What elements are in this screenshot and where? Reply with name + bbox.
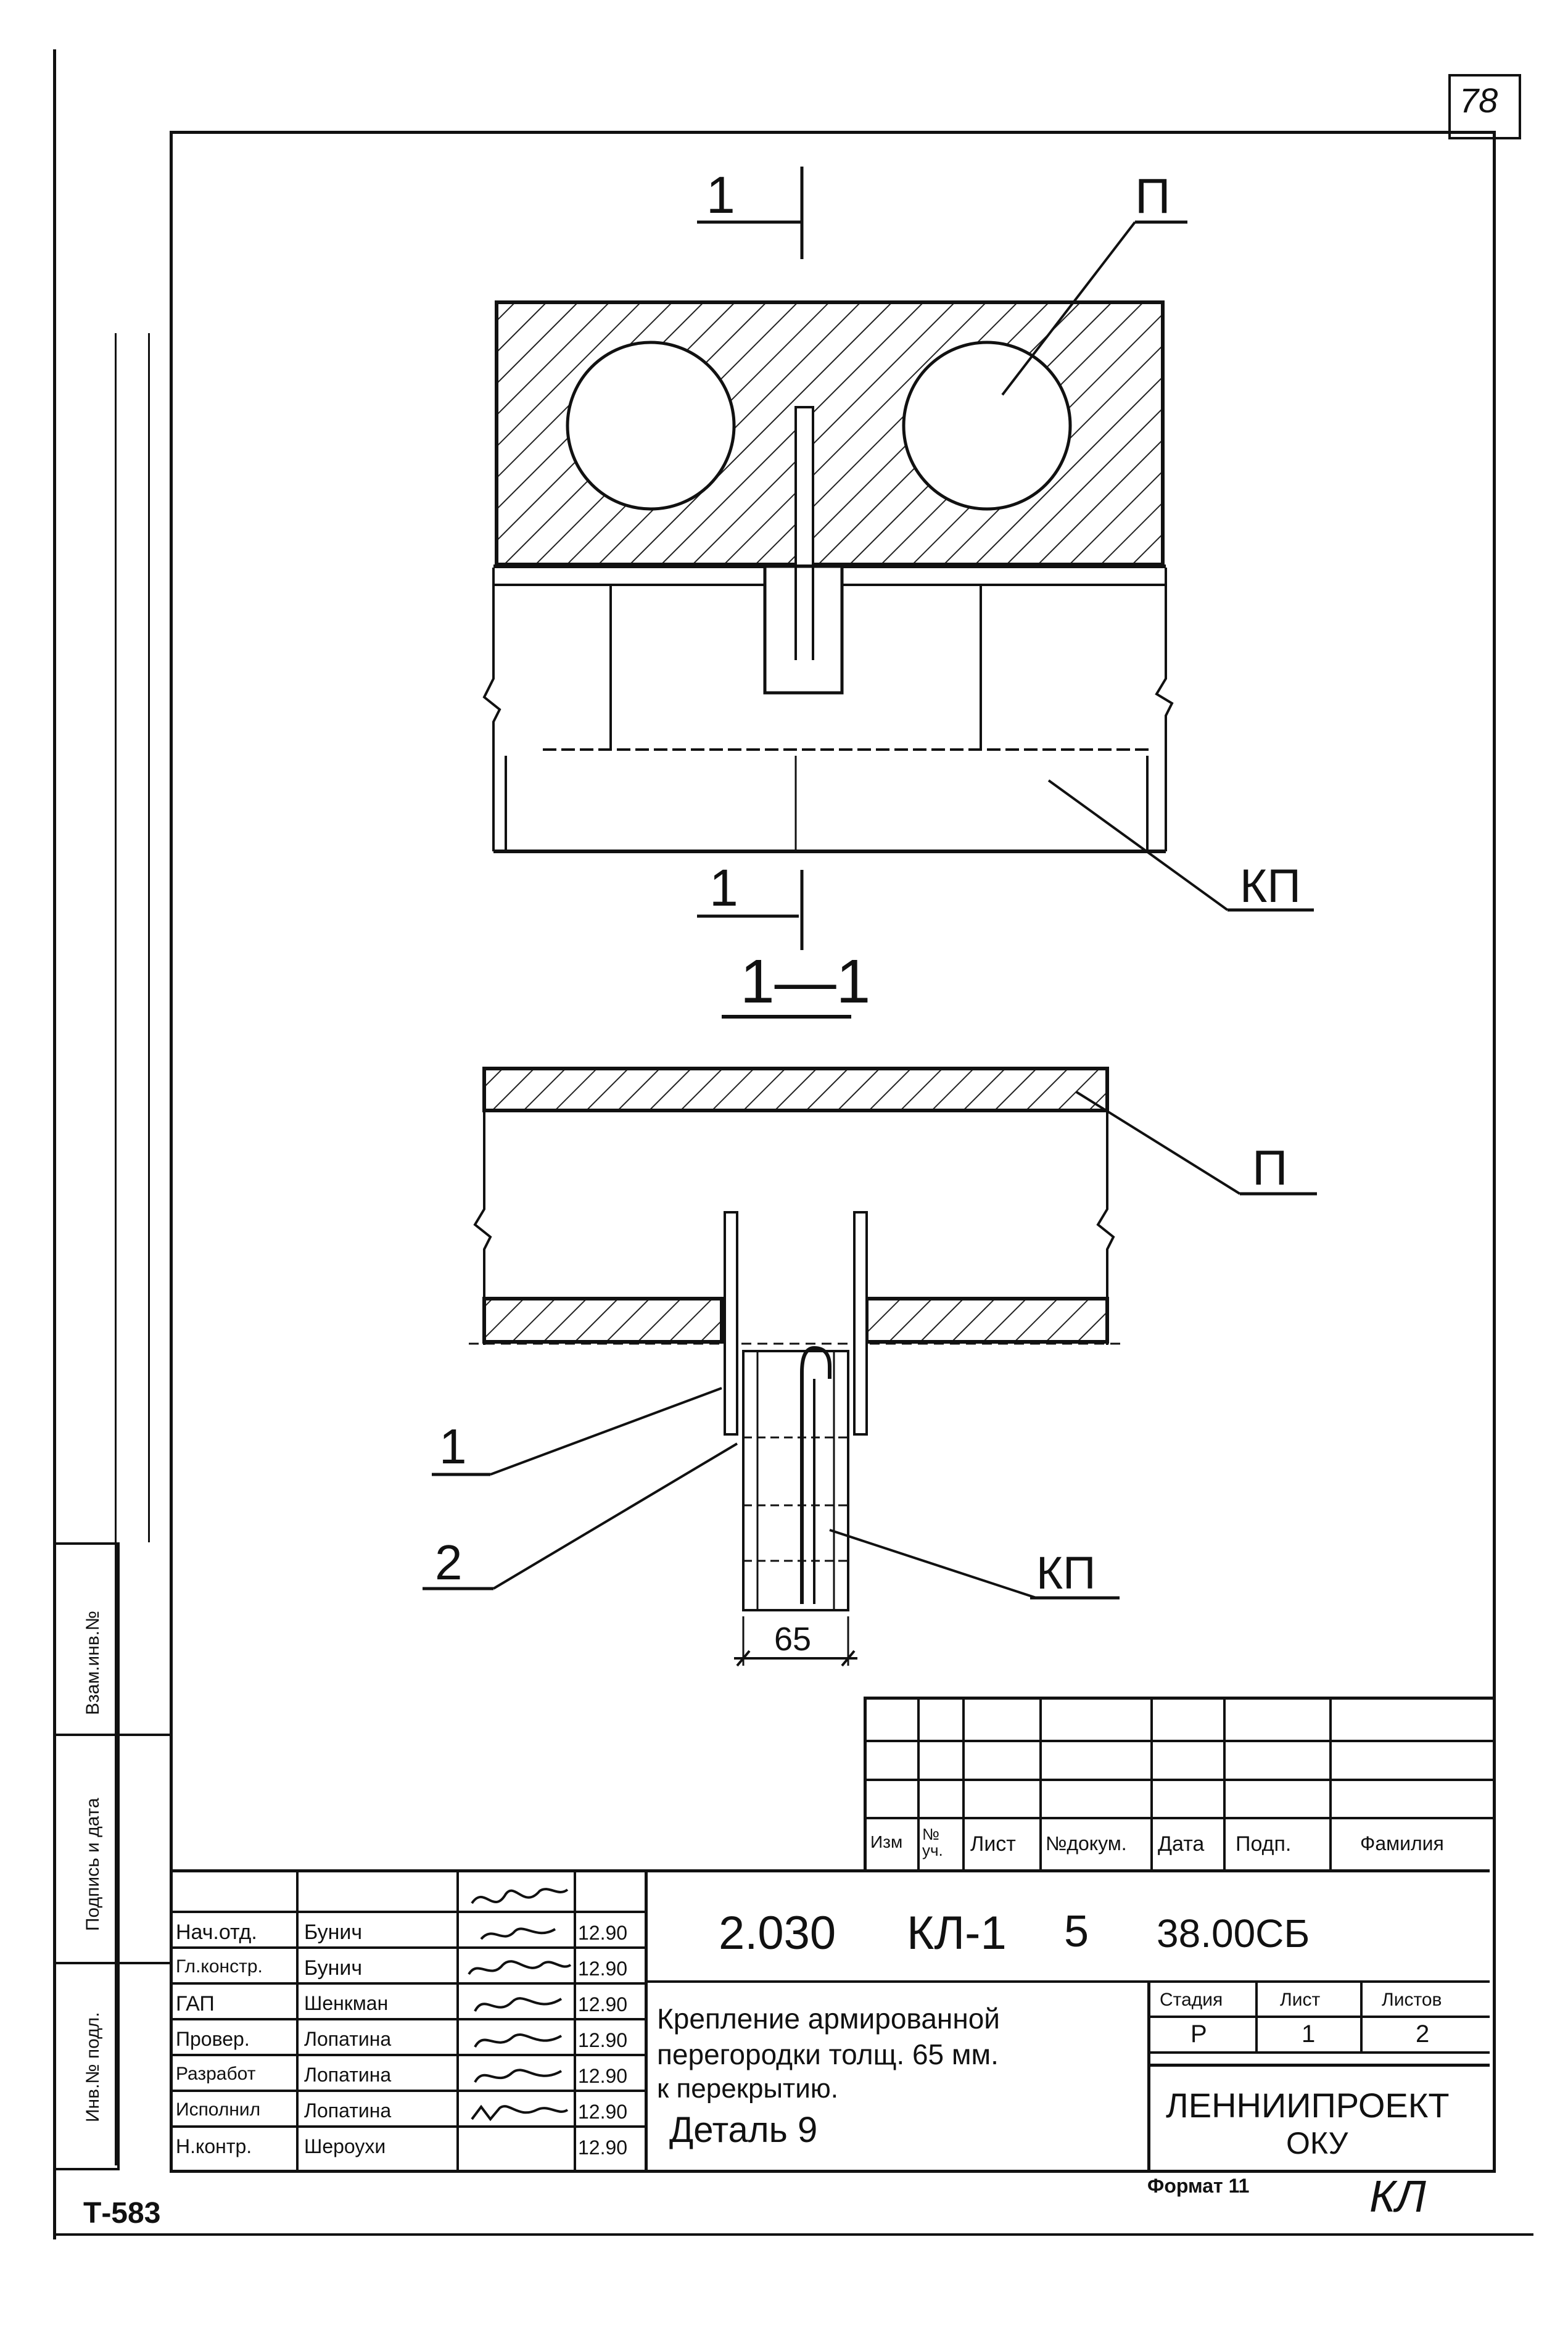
anchor-sleeve <box>763 564 844 695</box>
rev-header-signature: Подп. <box>1236 1832 1292 1856</box>
section-label-P: П <box>1252 1140 1288 1195</box>
rev-header-sheet: Лист <box>970 1832 1016 1856</box>
staff-role-6: Исполнил <box>176 2099 261 2120</box>
staff-date-2: 12.90 <box>578 1958 628 1980</box>
section-label-KP: КП <box>1036 1547 1096 1598</box>
staff-role-2: Гл.констр. <box>176 1956 263 1977</box>
doc-code-doc: 38.00СБ <box>1157 1911 1310 1956</box>
side-stamp-upper-rule <box>115 333 117 1542</box>
rev-header-change: Изм <box>870 1832 903 1851</box>
trim-line-bottom <box>53 2233 1533 2236</box>
title-block: Нач.отд. Бунич 12.90 Гл.констр. Бунич 12… <box>170 1869 1490 2170</box>
doc-title-line-3: к перекрытию. <box>657 2074 839 2104</box>
staff-role-5: Разработ <box>176 2064 256 2084</box>
doc-detail: Деталь 9 <box>669 2110 818 2150</box>
section-title: 1—1 <box>740 947 870 1016</box>
format-label: Формат 11 <box>1147 2175 1250 2197</box>
staff-name-3: Шенкман <box>304 1992 389 2014</box>
sheet-number: 78 <box>1459 81 1498 120</box>
doc-code-series: КЛ-1 <box>907 1907 1007 1959</box>
staff-date-1: 12.90 <box>578 1922 628 1944</box>
org-name-line-2: ОКУ <box>1286 2126 1348 2160</box>
partition-strip <box>742 1350 849 1611</box>
trim-line-left <box>53 49 56 2239</box>
section-slab-bottom-right <box>865 1297 1109 1344</box>
rev-header-section: № уч. <box>922 1825 943 1859</box>
staff-role-1: Нач.отд. <box>176 1921 257 1944</box>
sheets-value: 2 <box>1416 2020 1430 2048</box>
doc-title-line-1: Крепление армированной <box>657 2003 1000 2035</box>
bottom-left-code: Т-583 <box>83 2197 161 2230</box>
staff-role-7: Н.контр. <box>176 2135 252 2157</box>
section-callout-1: 1 <box>439 1419 467 1474</box>
drawing-frame <box>170 131 1496 2173</box>
staff-name-2: Бунич <box>304 1956 363 1980</box>
side-stamp-upper-rule-2 <box>148 333 150 1542</box>
plan-label-P: П <box>1135 168 1171 223</box>
staff-date-3: 12.90 <box>578 1993 628 2016</box>
staff-date-4: 12.90 <box>578 2029 628 2051</box>
sheet-header: Лист <box>1280 1990 1321 2010</box>
rev-header-date: Дата <box>1158 1832 1205 1856</box>
section-view: 1—1 П <box>423 947 1317 1667</box>
revision-table: Изм № уч. Лист №докум. Дата Подп. Фамили… <box>864 1697 1493 1872</box>
rev-header-surname: Фамилия <box>1360 1832 1444 1854</box>
plan-section-mark-top: 1 <box>706 166 735 224</box>
plan-view: 1 <box>482 166 1314 950</box>
plan-section-mark-bottom: 1 <box>709 859 738 917</box>
signatures <box>468 1888 572 2122</box>
section-callout-2: 2 <box>435 1535 463 1590</box>
section-dimension: 65 <box>774 1621 811 1658</box>
plan-label-KP: КП <box>1240 860 1301 912</box>
sheet-number-box <box>1448 74 1521 139</box>
side-stamp-frame <box>53 1542 120 2170</box>
doc-code-issue: 5 <box>1064 1907 1089 1956</box>
slab-core-right <box>902 341 1072 511</box>
sheet-value: 1 <box>1302 2020 1316 2048</box>
staff-name-6: Лопатина <box>304 2099 392 2122</box>
anchor-plate-right <box>853 1211 868 1436</box>
side-stamp-divider-2 <box>53 1962 170 1964</box>
corner-mark: КЛ <box>1369 2172 1426 2222</box>
slab-core-left <box>566 341 736 511</box>
doc-code-main: 2.030 <box>719 1907 836 1959</box>
staff-name-7: Шероухи <box>304 2135 386 2157</box>
staff-name-4: Лопатина <box>304 2028 392 2050</box>
staff-name-5: Лопатина <box>304 2064 392 2086</box>
doc-title-line-2: перегородки толщ. 65 мм. <box>657 2038 999 2070</box>
sheets-header: Листов <box>1382 1990 1442 2010</box>
staff-role-3: ГАП <box>176 1992 215 2016</box>
staff-date-6: 12.90 <box>578 2101 628 2123</box>
rev-header-docnum: №докум. <box>1046 1832 1127 1854</box>
org-name-line-1: ЛЕННИИПРОЕКТ <box>1166 2086 1450 2125</box>
section-slab-top <box>482 1067 1109 1112</box>
staff-date-5: 12.90 <box>578 2065 628 2087</box>
staff-role-4: Провер. <box>176 2028 250 2050</box>
anchor-plate-left <box>724 1211 738 1436</box>
side-stamp-column <box>115 1542 117 2165</box>
staff-name-1: Бунич <box>304 1921 363 1944</box>
staff-date-7: 12.90 <box>578 2136 628 2159</box>
stage-value: Р <box>1190 2020 1207 2048</box>
stage-header: Стадия <box>1160 1990 1223 2010</box>
side-stamp-divider-1 <box>53 1734 170 1736</box>
section-slab-bottom-left <box>482 1297 724 1344</box>
